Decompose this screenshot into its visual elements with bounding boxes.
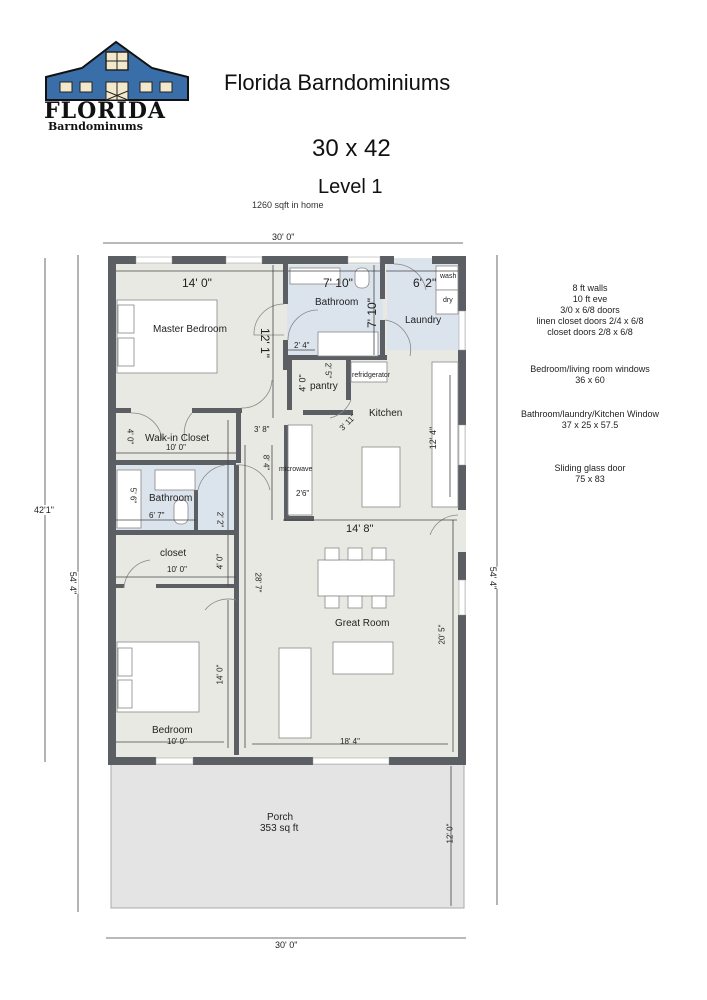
master-bedroom-label: Master Bedroom <box>153 324 227 335</box>
bedroom-label: Bedroom <box>152 725 193 736</box>
logo-word-barndominums: Barndominums <box>48 120 143 133</box>
bedroom-depth: 14' 0" <box>215 664 225 685</box>
pantry-label: pantry <box>310 381 338 392</box>
tub-dim: 2' 4" <box>294 341 310 350</box>
washer: wash <box>440 273 457 280</box>
logo: FLORIDA Barndominums <box>42 40 192 135</box>
great-room-label: Great Room <box>335 618 390 629</box>
note-line: 3/0 x 6/8 doors <box>560 305 620 315</box>
bathroom2-width: 6' 7" <box>149 511 165 520</box>
plan-size: 30 x 42 <box>312 135 391 162</box>
hall-length: 8' 4" <box>261 454 271 471</box>
bottom-width-dim: 30' 0" <box>275 940 298 950</box>
bathroom1-label: Bathroom <box>315 297 359 308</box>
note-line: 36 x 60 <box>575 375 605 385</box>
laundry-width: 6' 2" <box>413 276 437 290</box>
note-line: 8 ft walls <box>572 283 608 293</box>
pantry-depth: 4' 0" <box>297 374 308 392</box>
area-label: 1260 sqft in home <box>252 200 324 210</box>
note-line: linen closet doors 2/4 x 6/8 <box>536 316 644 326</box>
fridge: refridgerator <box>352 372 391 379</box>
walkin-width: 10' 0" <box>166 443 186 452</box>
note-line: 75 x 83 <box>575 474 605 484</box>
master-bedroom-depth: 12' 1" <box>257 328 272 358</box>
counter-dim: 12' 4" <box>428 426 439 450</box>
great-room-top-width: 14' 8" <box>346 523 374 535</box>
note-line: 10 ft eve <box>572 294 608 304</box>
bathroom2-label: Bathroom <box>149 493 193 504</box>
left-inner-dim: 54' 4" <box>68 571 79 595</box>
level-label: Level 1 <box>318 176 383 198</box>
great-room-width: 18' 4" <box>340 737 360 746</box>
notes-small-windows: Bathroom/laundry/Kitchen Window 37 x 25 … <box>510 409 670 431</box>
notes-windows: Bedroom/living room windows 36 x 60 <box>515 364 665 386</box>
hall-width: 3' 8" <box>254 425 270 434</box>
bedroom-width: 10' 0" <box>167 737 187 746</box>
master-bedroom-width: 14' 0" <box>182 276 212 290</box>
range-dim: 2'6" <box>296 489 310 498</box>
pantry-side: 2' 5" <box>323 362 333 379</box>
kitchen-label: Kitchen <box>369 408 403 419</box>
microwave: microwave <box>279 466 313 473</box>
porch-label: Porch <box>267 812 294 823</box>
porch-area: 353 sq ft <box>260 823 299 834</box>
walkin-depth: 4' 0" <box>125 428 135 445</box>
great-room-hall-length: 28' 7" <box>253 572 263 593</box>
note-line: 37 x 25 x 57.5 <box>561 420 619 430</box>
note-line: Bathroom/laundry/Kitchen Window <box>520 409 660 419</box>
dryer: dry <box>443 297 453 304</box>
great-room-depth: 20' 5" <box>437 624 447 645</box>
notes-general: 8 ft walls 10 ft eve 3/0 x 6/8 doors lin… <box>515 283 665 338</box>
closet-depth: 4' 0" <box>215 553 225 570</box>
laundry-label: Laundry <box>405 315 442 326</box>
left-outer-dim: 42'1" <box>34 505 54 515</box>
note-line: Bedroom/living room windows <box>530 364 650 374</box>
page-title: Florida Barndominiums <box>224 70 451 95</box>
bathroom1-width: 7' 10" <box>323 276 353 290</box>
notes-sliding-door: Sliding glass door 75 x 83 <box>515 463 665 485</box>
note-line: closet doors 2/8 x 6/8 <box>547 327 633 337</box>
walkin-closet-label: Walk-in Closet <box>145 433 210 444</box>
top-width-dim: 30' 0" <box>272 232 295 242</box>
bathroom1-depth: 7' 10" <box>364 298 379 328</box>
porch-depth: 12' 0" <box>445 823 455 844</box>
right-dim: 54' 4" <box>488 566 499 590</box>
linen-dim: 2' 2" <box>215 511 225 528</box>
logo-word-florida: FLORIDA <box>44 98 166 124</box>
closet-label: closet <box>160 548 187 559</box>
barn-logo-icon <box>45 40 189 101</box>
note-line: Sliding glass door <box>554 463 626 473</box>
bath2-tub: 5' 6" <box>128 487 138 504</box>
closet-width: 10' 0" <box>167 565 187 574</box>
